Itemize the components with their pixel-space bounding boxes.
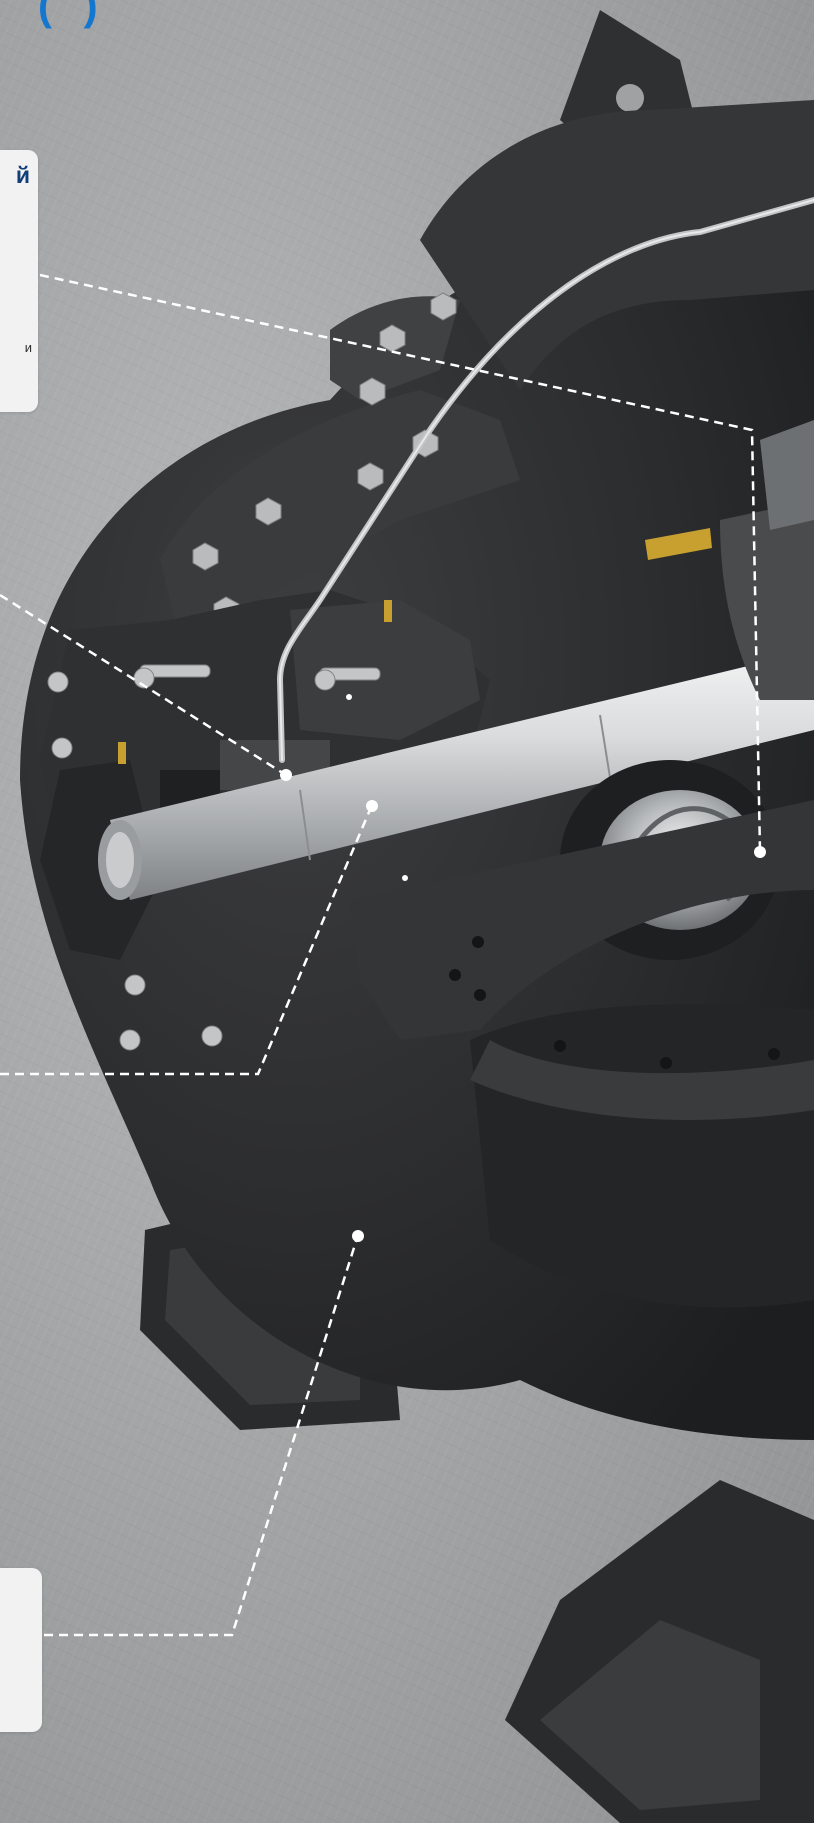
leader-dots: [280, 694, 766, 1242]
callout-card-bottom: [0, 1568, 42, 1732]
seal-flush-pipe: [276, 197, 814, 763]
pump-shaft: [98, 650, 814, 900]
leader-dot-icon: [352, 1230, 364, 1242]
leader-line-4: [44, 1234, 360, 1637]
leader-line-2: [0, 593, 287, 777]
callout-text: и: [24, 340, 32, 355]
leader-line-3: [0, 804, 374, 1076]
leader-dot-icon: [346, 694, 352, 700]
housing-bolts: [47, 664, 398, 1051]
leader-dot-icon: [402, 875, 408, 881]
callout-title: й: [15, 162, 30, 188]
casing-split-flange: [350, 800, 814, 1120]
leader-lines: [0, 273, 762, 1637]
callout-card-top: й и: [0, 150, 38, 412]
leader-dot-icon: [366, 800, 378, 812]
brackets-logo: ( ): [38, 0, 108, 29]
leader-dot-icon: [280, 769, 292, 781]
leader-dot-icon: [754, 846, 766, 858]
leader-line-1: [39, 273, 762, 853]
